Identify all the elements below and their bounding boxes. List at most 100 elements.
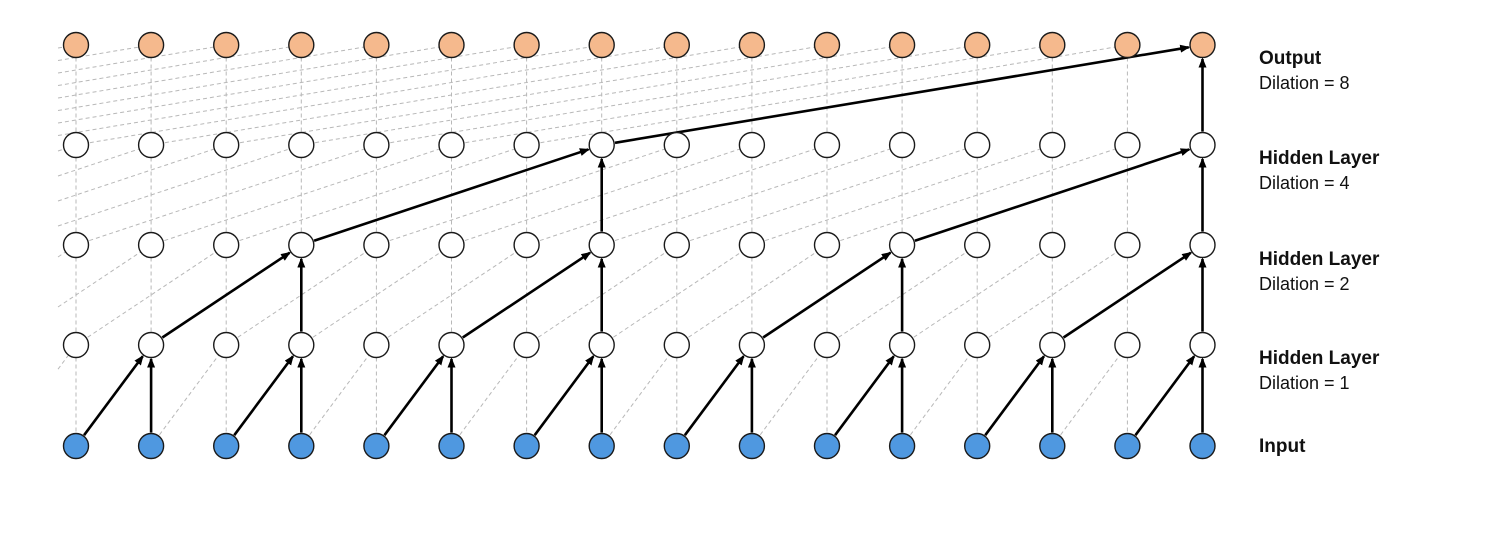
dashed-diagonal-line (676, 244, 828, 346)
hidden-node (513, 131, 540, 159)
output-node (588, 31, 615, 59)
input-node (738, 432, 766, 460)
dependency-arrow (1062, 251, 1193, 339)
dashed-diagonal-line (376, 144, 677, 246)
hidden-node (738, 231, 766, 259)
hidden-node (288, 131, 315, 159)
dependency-arrow (533, 355, 595, 436)
output-node (964, 31, 991, 59)
hidden-node (1039, 131, 1066, 159)
hidden-node (964, 231, 991, 259)
dependency-arrow (83, 355, 144, 436)
output-node (663, 31, 690, 59)
hidden-node (1039, 231, 1066, 259)
hidden-node (212, 231, 240, 259)
hidden-node (363, 131, 390, 159)
label-hidden-layer-2-title: Hidden Layer (1259, 249, 1380, 270)
input-node (1114, 432, 1141, 460)
hidden-node (212, 131, 240, 159)
dependency-arrow (614, 44, 1191, 145)
dashed-diagonal-line (976, 244, 1128, 346)
hidden-node (288, 331, 315, 359)
output-node (438, 31, 465, 59)
dependency-arrow (914, 148, 1191, 242)
hidden-node (1189, 331, 1216, 359)
hidden-node (363, 231, 390, 259)
dashed-diagonal-line (57, 44, 377, 99)
dependency-arrow (313, 148, 590, 242)
dashed-diagonal-line (57, 144, 227, 202)
label-hidden-layer-2-dilation: Dilation = 2 (1259, 273, 1350, 294)
output-node (813, 31, 841, 59)
input-node (288, 432, 315, 460)
dashed-diagonal-line (225, 244, 377, 346)
dashed-diagonal-line (901, 244, 1053, 346)
dependency-arrow (1134, 355, 1196, 436)
dashed-diagonal-line (526, 44, 1128, 146)
output-node (738, 31, 766, 59)
dashed-diagonal-line (451, 344, 528, 447)
dashed-diagonal-line (376, 44, 978, 146)
label-output-dilation: Dilation = 8 (1259, 72, 1350, 93)
dashed-diagonal-line (150, 144, 452, 246)
hidden-node (62, 331, 90, 359)
dashed-diagonal-line (226, 144, 527, 246)
dashed-diagonal-line (57, 144, 152, 177)
hidden-node (1114, 231, 1141, 259)
output-node (1039, 31, 1066, 59)
label-hidden-layer-1-title: Hidden Layer (1259, 348, 1380, 369)
hidden-node (813, 131, 841, 159)
input-node (964, 432, 991, 460)
input-node (363, 432, 390, 460)
label-output: Output Dilation = 8 (1259, 48, 1350, 94)
dashed-diagonal-line (301, 44, 903, 146)
dashed-diagonal-line (57, 44, 302, 86)
dashed-diagonal-line (751, 344, 828, 447)
label-hidden-layer-3-title: Hidden Layer (1259, 148, 1380, 169)
dashed-diagonal-line (451, 44, 1053, 146)
dashed-diagonal-line (57, 244, 152, 308)
hidden-node (588, 131, 615, 159)
dependency-arrow (984, 355, 1045, 436)
input-node (813, 432, 841, 460)
output-node (1189, 31, 1216, 59)
input-node (137, 432, 165, 460)
hidden-node (813, 231, 841, 259)
dashed-diagonal-line (526, 144, 828, 246)
hidden-node (588, 231, 615, 259)
hidden-node (738, 131, 766, 159)
dashed-diagonal-line (526, 244, 678, 346)
dashed-diagonal-line (57, 44, 602, 136)
output-node (888, 31, 916, 59)
dashed-diagonal-line (151, 44, 752, 146)
input-node (1189, 432, 1216, 460)
hidden-node (1189, 231, 1216, 259)
hidden-node (288, 231, 315, 259)
label-hidden-layer-2: Hidden Layer Dilation = 2 (1259, 249, 1379, 295)
output-node (513, 31, 540, 59)
hidden-node (212, 331, 240, 359)
hidden-node (888, 331, 916, 359)
label-hidden-layer-3-dilation: Dilation = 4 (1259, 172, 1350, 193)
input-node (513, 432, 540, 460)
output-node (363, 31, 390, 59)
hidden-node (663, 231, 690, 259)
dashed-diagonal-line (376, 244, 527, 346)
hidden-node (513, 331, 540, 359)
dashed-diagonal-line (751, 144, 1053, 246)
dashed-diagonal-line (57, 344, 77, 370)
dependency-arrow (683, 355, 745, 436)
arrow-connections (83, 44, 1207, 436)
hidden-node (1039, 331, 1066, 359)
hidden-node (438, 131, 465, 159)
dependency-arrow (762, 251, 892, 339)
dashed-diagonal-line (1051, 344, 1128, 447)
dependency-arrow (233, 355, 294, 436)
dependency-arrow (383, 355, 445, 436)
dependency-arrow (161, 251, 291, 339)
dependency-arrow (834, 355, 895, 436)
hidden-node (663, 331, 690, 359)
dashed-diagonal-line (57, 44, 452, 111)
hidden-node (1114, 331, 1141, 359)
